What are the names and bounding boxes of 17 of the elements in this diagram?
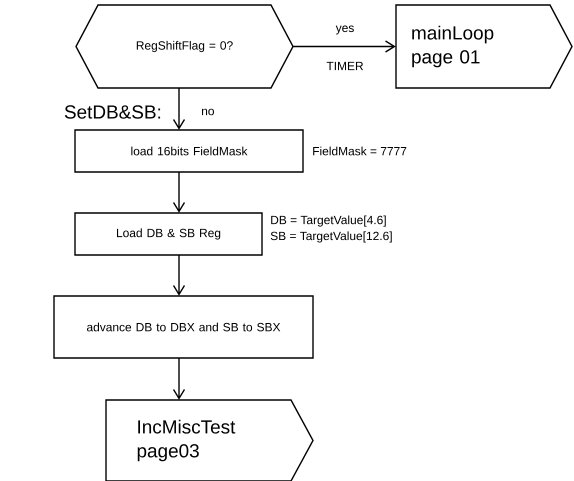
edge-label: no bbox=[202, 108, 214, 116]
off-page-connector: mainLoop page 01 bbox=[395, 4, 573, 89]
decision-hexagon: RegShiftFlag = 0? bbox=[75, 4, 294, 89]
arrow bbox=[172, 88, 186, 130]
note-text: DB = TargetValue[4.6] SB = TargetValue[12.6] bbox=[270, 215, 392, 243]
process-box: advance DB to DBX and SB to SBX bbox=[53, 295, 314, 359]
edge-label: yes bbox=[336, 26, 354, 34]
arrow bbox=[172, 255, 186, 296]
note-text: TIMER bbox=[326, 62, 364, 70]
arrow bbox=[293, 40, 396, 53]
arrow bbox=[172, 358, 186, 400]
entry-label: SetDB&SB: bbox=[64, 105, 160, 119]
note-text: FieldMask = 7777 bbox=[313, 146, 406, 156]
process-box: load 16bits FieldMask bbox=[74, 129, 304, 173]
off-page-connector: IncMiscTest page03 bbox=[105, 399, 314, 481]
process-box: Load DB & SB Reg bbox=[74, 212, 263, 256]
arrow bbox=[172, 172, 186, 213]
